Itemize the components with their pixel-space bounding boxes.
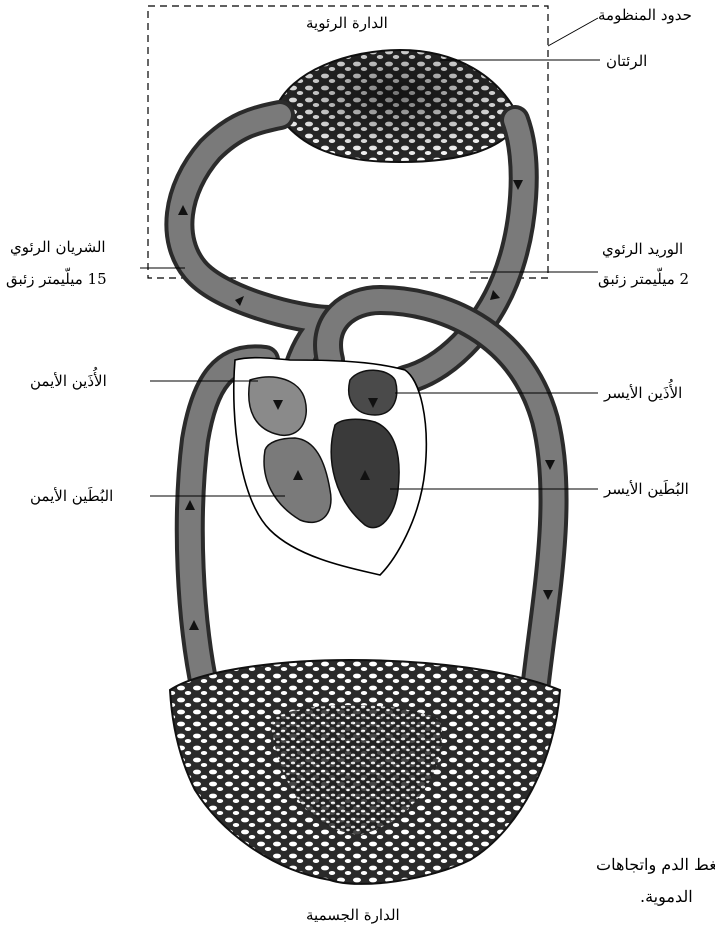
caption-line-1: ضغط الدم واتجاهات	[596, 856, 715, 874]
pulmonary-vein-pressure: 2 ميلّيمتر زئبق	[598, 270, 689, 288]
left-atrium-label: الأُذَين الأيسر	[604, 384, 682, 402]
system-boundary-leader	[548, 18, 598, 46]
right-ventricle-label: البُطَين الأيمن	[30, 487, 113, 505]
systemic-circuit-label: الدارة الجسمية	[306, 906, 400, 924]
right-atrium-label: الأُذَين الأيمن	[30, 372, 107, 390]
pulmonary-vein-label: الوريد الرئوي	[602, 240, 683, 258]
heart	[234, 358, 427, 575]
lungs-capillary-bed	[275, 50, 520, 162]
left-atrium-chamber	[349, 370, 397, 415]
lungs-label: الرئتان	[606, 52, 647, 70]
caption-line-2: الدموية.	[640, 888, 693, 906]
pulmonary-circuit-label: الدارة الرئوية	[306, 14, 388, 32]
left-ventricle-label: البُطَين الأيسر	[604, 480, 689, 498]
pulmonary-artery-pressure: 15 ميلّيمتر زئبق	[6, 270, 107, 288]
pulmonary-artery-label: الشريان الرئوي	[10, 238, 106, 256]
systemic-capillary-bed	[170, 660, 560, 884]
system-boundary-label: حدود المنظومة	[598, 6, 692, 24]
